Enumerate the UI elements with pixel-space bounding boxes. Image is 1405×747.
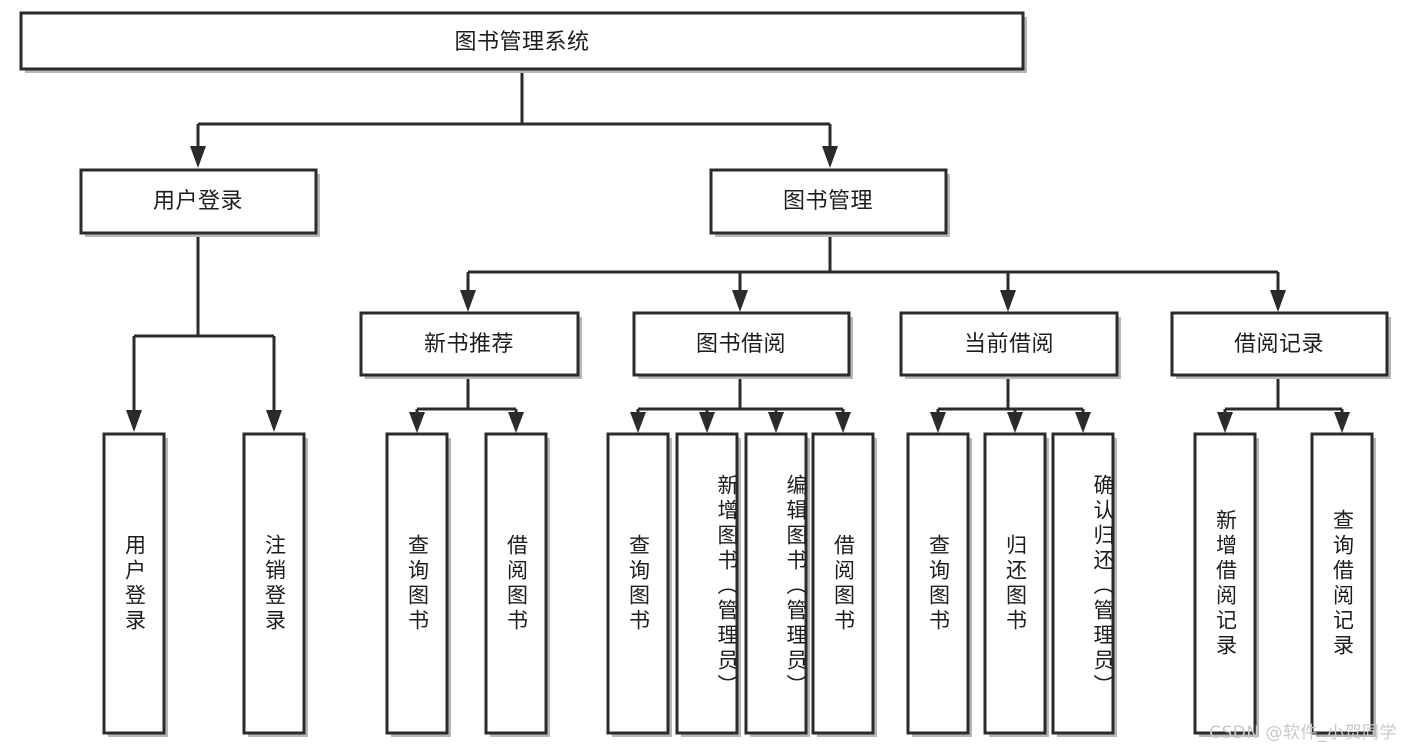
connector-group-book-borrow-children	[630, 375, 851, 433]
arrow-head-user-login	[190, 146, 206, 168]
leaf-add-borrow-record-box[interactable]	[1193, 432, 1257, 735]
arrow-head-borrow-records	[1270, 290, 1286, 312]
node-new-book-recommend-label: 新书推荐	[424, 332, 514, 357]
arrow-head-current-borrow	[1000, 290, 1016, 312]
node-book-borrow-label: 图书借阅	[696, 332, 786, 357]
leaf-query-book-1-box[interactable]	[385, 432, 449, 735]
node-book-borrow-box[interactable]	[632, 311, 851, 377]
leaf-boxes	[102, 432, 1376, 737]
arrow-head-leaf-query-book-3	[930, 412, 946, 433]
connector-group-root-to-level2	[190, 69, 838, 168]
node-book-borrow[interactable]: 图书借阅	[632, 311, 853, 379]
watermark-text: CSDN @软件_小贺同学	[1209, 723, 1397, 743]
leaf-query-book-3-box[interactable]	[906, 432, 970, 735]
leaf-query-borrow-record-box[interactable]	[1310, 432, 1374, 735]
node-borrow-records-box[interactable]	[1170, 311, 1389, 377]
connector-group-current-borrow-children	[930, 375, 1091, 433]
node-new-book-recommend[interactable]: 新书推荐	[359, 311, 582, 379]
arrow-head-book-borrow	[732, 290, 748, 312]
connector-group-borrow-records-children	[1217, 375, 1350, 433]
arrow-head-book-manage	[822, 146, 838, 168]
leaf-return-book-box[interactable]	[983, 432, 1047, 735]
arrow-head-leaf-add-book-admin	[699, 412, 715, 433]
node-borrow-records-label: 借阅记录	[1234, 332, 1324, 357]
node-user-login-label: 用户登录	[153, 189, 243, 214]
arrow-head-new-book-recommend	[460, 290, 476, 312]
leaf-borrow-book-1-box[interactable]	[484, 432, 548, 735]
arrow-head-leaf-user-login	[126, 410, 142, 432]
node-new-book-recommend-box[interactable]	[359, 311, 580, 377]
connector-group-new-book-recommend-children	[409, 375, 524, 433]
arrow-head-leaf-confirm-return-admin	[1075, 412, 1091, 433]
node-book-manage[interactable]: 图书管理	[709, 168, 950, 237]
leaf-edit-book-admin-box[interactable]	[744, 432, 808, 735]
node-book-manage-label: 图书管理	[783, 189, 873, 214]
arrow-head-leaf-add-borrow-record	[1217, 412, 1233, 433]
arrow-head-leaf-logout-login	[266, 410, 282, 432]
node-book-manage-box[interactable]	[709, 168, 948, 235]
leaf-borrow-book-2-box[interactable]	[811, 432, 875, 735]
arrow-head-leaf-borrow-book-1	[508, 412, 524, 433]
node-current-borrow-label: 当前借阅	[964, 332, 1054, 357]
node-user-login[interactable]: 用户登录	[79, 168, 320, 237]
arrow-head-leaf-edit-book-admin	[768, 412, 784, 433]
node-current-borrow[interactable]: 当前借阅	[899, 311, 1121, 379]
arrow-head-leaf-query-book-2	[630, 412, 646, 433]
node-root-box[interactable]	[19, 11, 1025, 71]
node-current-borrow-box[interactable]	[899, 311, 1119, 377]
leaf-confirm-return-admin-box[interactable]	[1051, 432, 1115, 735]
connector-group-book-manage-children	[460, 233, 1286, 312]
arrow-head-leaf-borrow-book-2	[835, 412, 851, 433]
node-root[interactable]: 图书管理系统	[19, 11, 1027, 73]
arrow-head-leaf-query-borrow-record	[1334, 412, 1350, 433]
node-root-label: 图书管理系统	[454, 30, 589, 55]
leaf-user-login-box[interactable]	[102, 432, 166, 735]
node-borrow-records[interactable]: 借阅记录	[1170, 311, 1391, 379]
leaf-logout-login-box[interactable]	[242, 432, 306, 735]
leaf-query-book-2-box[interactable]	[606, 432, 670, 735]
arrow-head-leaf-return-book	[1007, 412, 1023, 433]
connector-group-user-login-children	[126, 233, 282, 432]
node-user-login-box[interactable]	[79, 168, 318, 235]
arrow-head-leaf-query-book-1	[409, 412, 425, 433]
leaf-add-book-admin-box[interactable]	[675, 432, 739, 735]
